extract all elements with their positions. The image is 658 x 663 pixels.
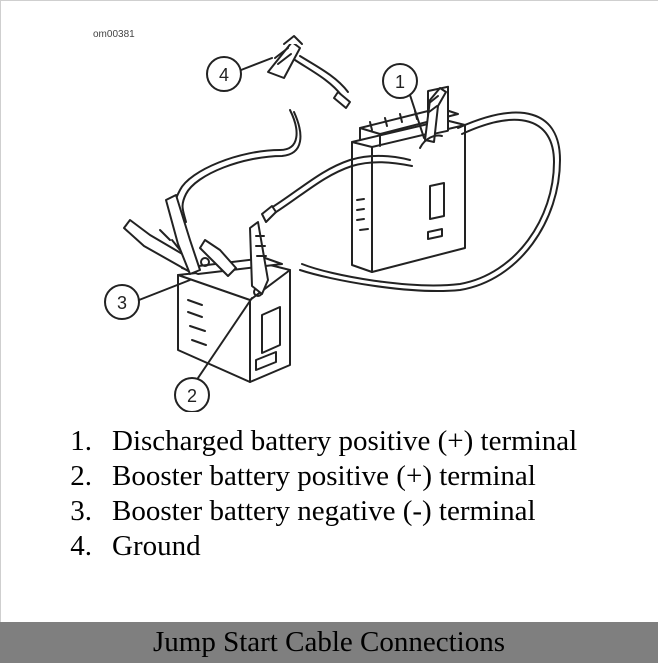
- legend-number: 4.: [70, 530, 92, 562]
- callout-3-label: 3: [117, 293, 127, 313]
- figure-code: om00381: [93, 29, 135, 40]
- callout-1-label: 1: [395, 72, 405, 92]
- legend-text: Discharged battery positive (+) terminal: [112, 425, 578, 457]
- legend-item: 2. Booster battery positive (+) terminal: [0, 459, 658, 494]
- callout-2-label: 2: [187, 386, 197, 406]
- jump-start-illustration: om00381: [93, 29, 561, 412]
- legend-list: 1. Discharged battery positive (+) termi…: [0, 424, 658, 564]
- callout-1: 1: [382, 63, 425, 139]
- callout-3: 3: [104, 279, 191, 320]
- legend-item: 3. Booster battery negative (-) terminal: [0, 494, 658, 529]
- legend-text: Booster battery negative (-) terminal: [112, 495, 536, 527]
- legend-text: Booster battery positive (+) terminal: [112, 460, 536, 492]
- cable-clamps: [123, 35, 351, 295]
- discharged-battery-illustration: [351, 85, 466, 273]
- legend-number: 3.: [70, 495, 92, 527]
- callout-2: 2: [174, 297, 253, 412]
- legend-text: Ground: [112, 530, 201, 562]
- jumper-cables: [174, 55, 561, 292]
- booster-battery-illustration: [177, 257, 291, 383]
- callout-4-label: 4: [219, 65, 229, 85]
- figure-caption: Jump Start Cable Connections: [0, 622, 658, 663]
- legend-number: 2.: [70, 460, 92, 492]
- legend-item: 4. Ground: [0, 529, 658, 564]
- callout-4: 4: [206, 56, 273, 92]
- legend-number: 1.: [70, 425, 92, 457]
- legend-item: 1. Discharged battery positive (+) termi…: [0, 424, 658, 459]
